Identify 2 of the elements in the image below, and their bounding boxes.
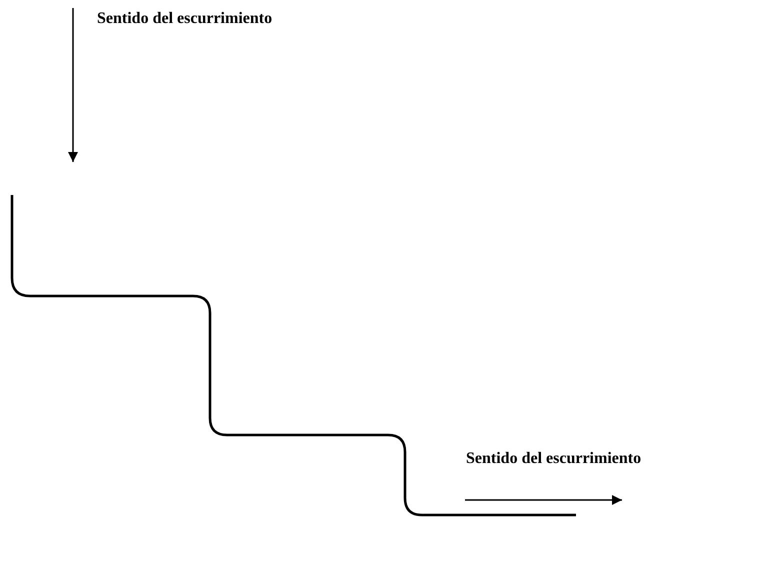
flow-direction-label: Sentido del escurrimiento <box>466 450 642 468</box>
flow-direction-label: Sentido del escurrimiento <box>97 10 272 28</box>
